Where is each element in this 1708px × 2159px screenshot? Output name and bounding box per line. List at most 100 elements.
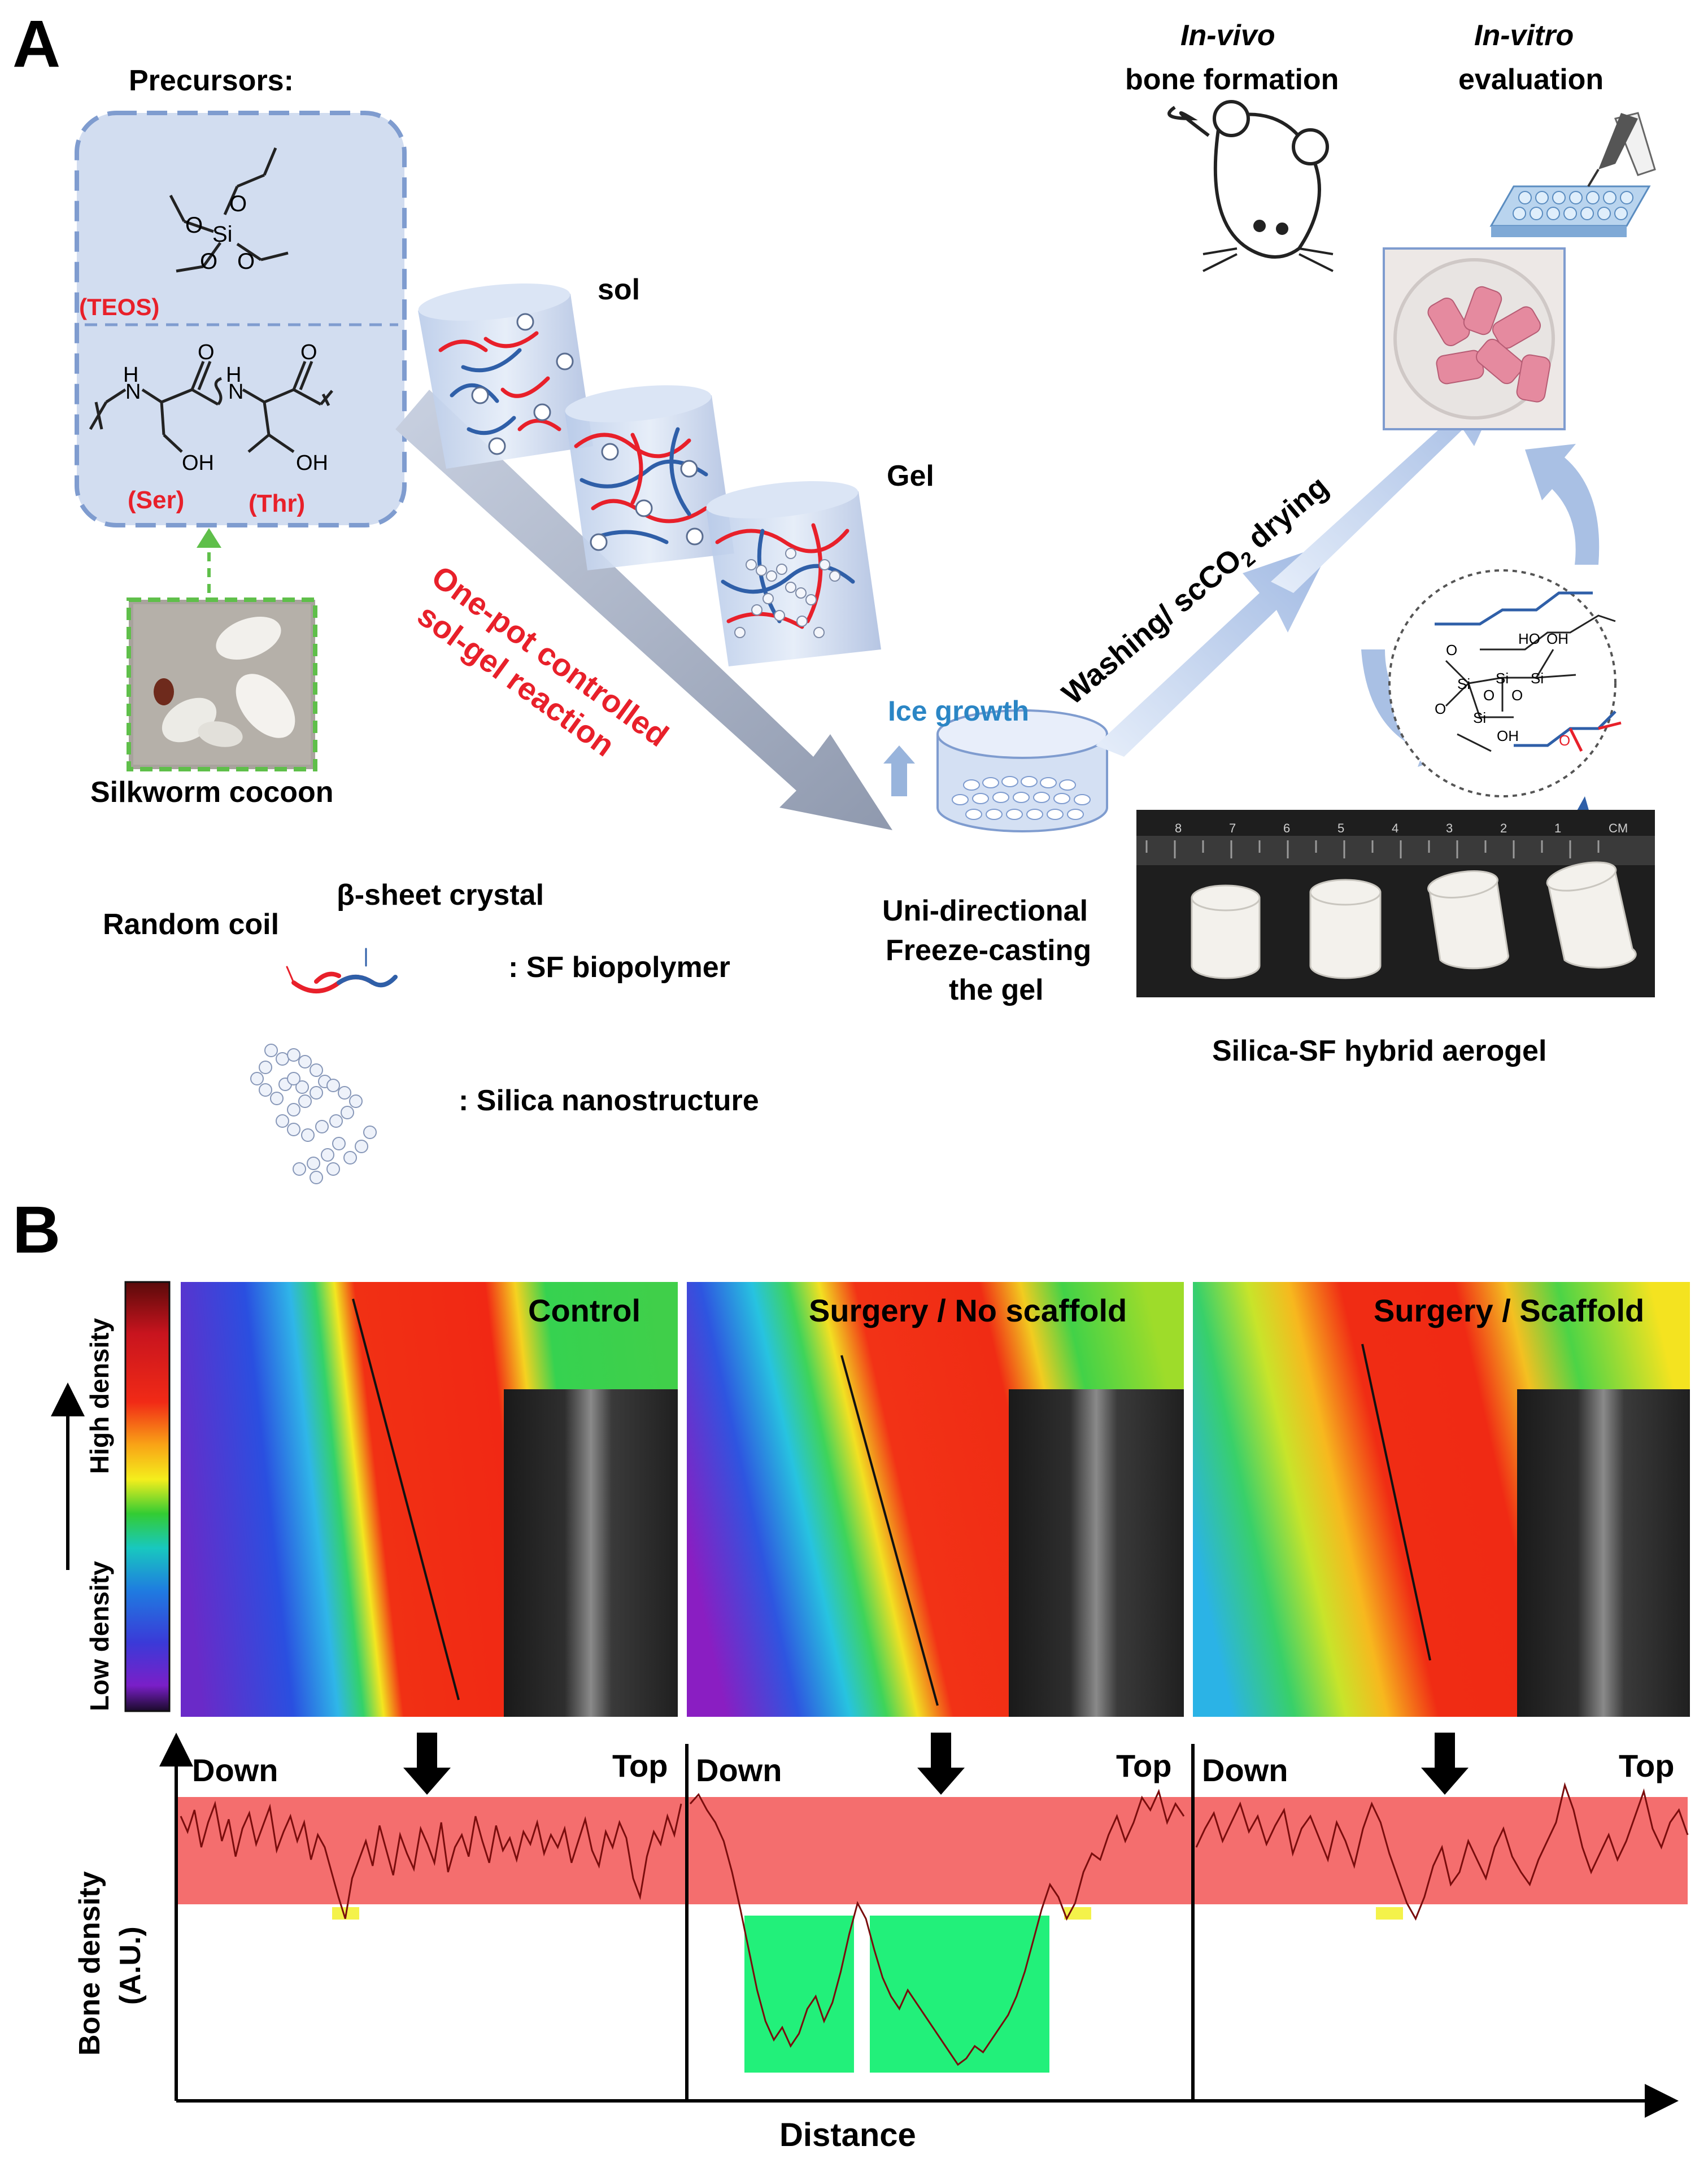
silica-sphere [250,1072,264,1085]
svg-text:Bone density: Bone density [73,1871,106,2056]
curved-arrow-up [1525,444,1600,565]
svg-text:Si: Si [1473,709,1486,726]
silica-sphere [332,1137,346,1150]
silica-sphere [276,1114,289,1128]
washing-arrow [1096,542,1333,757]
ser-oh: OH [182,451,214,475]
heatmap-no-scaffold: Surgery / No scaffold [687,1282,1184,1717]
teos-structure [169,147,289,273]
invitro-rest: evaluation [1458,63,1604,96]
heatmap-title-control: Control [528,1293,640,1328]
thr-nh-h: H [226,363,241,387]
silica-sphere [298,1094,312,1108]
network-bonds [1445,614,1616,752]
svg-text:(A.U.): (A.U.) [114,1926,147,2005]
ser-carbonyl-o: O [198,341,215,364]
precursor-box [75,111,407,527]
svg-text:High density: High density [85,1318,114,1474]
ice-growth-label: Ice growth [888,695,1029,727]
density-chart [159,1733,1689,2118]
density-trace [689,1789,1185,2066]
down-label-1: Down [192,1752,278,1788]
sol-particles [471,313,574,455]
ruler-number: 5 [1337,821,1344,835]
gel-cylinder [706,481,881,666]
silica-sphere [276,1052,289,1066]
silica-sphere [310,1171,323,1184]
invivo-italic: In-vivo [1180,19,1275,52]
silica-sphere [310,1086,323,1100]
x-axis-label: Distance [779,2117,916,2153]
silica-sphere [326,1162,340,1176]
thr-oh: OH [296,451,328,475]
ruler-number: 3 [1446,821,1453,835]
cocoon-photo [127,597,317,771]
silica-sphere [343,1151,357,1164]
silica-sphere [295,1080,309,1094]
legend-beta-sheet: β-sheet crystal [337,879,544,911]
y-axis-label: Bone density (A.U.) [73,1871,147,2056]
svg-text:O: O [1511,687,1523,704]
ice-crystals [952,776,1091,820]
ruler-number: 4 [1392,821,1398,835]
sol-label: sol [598,273,640,306]
teos-o4: O [237,249,255,274]
silica-sphere [287,1048,300,1062]
silica-sphere [329,1114,343,1128]
ser-nh-n: N [125,380,141,404]
colorbar-labels: Low density High density [85,1318,114,1711]
ice-growth-arrow [883,745,915,796]
legend-silica-label: : Silica nanostructure [459,1084,759,1117]
silica-sphere [293,1162,306,1176]
legend-random-coil: Random coil [103,908,279,941]
silica-sphere [287,1072,300,1085]
svg-text:Si: Si [1496,670,1509,687]
silica-sphere [349,1094,363,1108]
silica-sphere [298,1055,312,1068]
ruler-number: 7 [1229,821,1236,835]
heatmap-title-no-scaffold: Surgery / No scaffold [809,1293,1127,1328]
silica-sphere [315,1120,329,1133]
thr-carbonyl-o: O [300,341,317,364]
silica-sphere [363,1126,377,1139]
gel-network [715,523,855,629]
silica-sphere [355,1140,368,1153]
down-label-3: Down [1202,1752,1288,1788]
silica-sphere [264,1044,278,1057]
network-atoms: HO OH Si Si Si Si O O O O OH O [1435,630,1570,749]
network-chains [1435,591,1622,752]
svg-text:HO: HO [1518,630,1540,647]
invitro-italic: In-vitro [1474,19,1574,52]
aerogel-caption: Silica-SF hybrid aerogel [1212,1035,1546,1067]
silica-sphere [310,1063,323,1077]
down-arrow-2 [917,1733,965,1795]
silica-sphere [326,1079,340,1092]
density-trace [1195,1782,1689,1921]
pink-aerogel-photo [1383,247,1566,430]
low-density-region [870,1916,1049,2073]
middle-cylinder [565,385,734,570]
ser-label: (Ser) [128,486,184,514]
teos-o3: O [200,249,217,274]
heatmap-control: Control [181,1282,678,1717]
svg-text:OH: OH [1546,630,1568,647]
panel-a-letter: A [12,7,60,81]
heatmap-title-scaffold: Surgery / Scaffold [1374,1293,1644,1328]
middle-particles [590,443,704,551]
silica-sphere [338,1086,351,1100]
aerogel-photo [1136,810,1655,997]
gel-silica-clusters [734,548,840,638]
density-colorbar [124,1281,171,1712]
svg-text:O: O [1559,732,1570,749]
top-label-2: Top [1116,1748,1171,1783]
teos-label: (TEOS) [79,294,159,320]
ser-nh-h: H [123,363,138,387]
sol-cylinder [418,283,593,469]
legend-silica-cluster [250,1044,377,1184]
silica-sphere [287,1103,300,1116]
ruler-number: CM [1609,821,1628,835]
invivo-rest: bone formation [1125,63,1339,96]
thr-label: (Thr) [249,490,305,517]
silica-sphere [259,1061,272,1074]
